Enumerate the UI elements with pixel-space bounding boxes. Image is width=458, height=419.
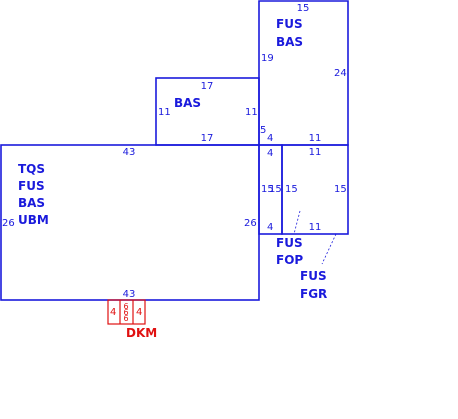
upper-right-left-dim: 19 <box>261 53 274 64</box>
upper-right-code-1: FUS <box>276 17 303 31</box>
dkm-right-dim: 4 <box>136 307 142 318</box>
right-room-outline <box>281 144 349 235</box>
upper-small-right-dim: 11 <box>245 107 258 118</box>
fgr-label-code-2: FGR <box>300 287 327 301</box>
main-area-code-2: FUS <box>18 179 45 193</box>
upper-small-top-dim: 17 <box>201 81 214 92</box>
dkm-top-dim: 6 <box>123 302 128 311</box>
main-area-code-3: BAS <box>18 196 45 210</box>
upper-right-bottom-left-dim: 5 <box>260 125 266 136</box>
main-area-top-dim: 43 <box>123 147 136 158</box>
main-area-right-dim: 26 <box>244 218 257 229</box>
right-room-right-dim: 15 <box>334 184 347 195</box>
upper-right-code-2: BAS <box>276 35 303 49</box>
main-area-bottom-dim: 43 <box>123 289 136 300</box>
dkm-code: DKM <box>126 326 157 340</box>
right-room-top-dim: 11 <box>309 147 322 158</box>
fgr-label-code-1: FUS <box>300 269 327 283</box>
main-area-left-dim: 26 <box>2 218 15 229</box>
main-area-code-1: TQS <box>18 162 45 176</box>
upper-small-code: BAS <box>174 96 201 110</box>
main-area-code-4: UBM <box>18 213 49 227</box>
right-room-left-dim: 15 <box>285 184 298 195</box>
upper-right-bottom-mid-dim: 4 <box>267 133 273 144</box>
upper-right-bottom-dim: 11 <box>309 133 322 144</box>
corridor-right-dim: 15 <box>269 184 282 195</box>
corridor-left-dim: 15 <box>261 184 274 195</box>
fop-label-code-2: FOP <box>276 253 303 267</box>
right-room-bottom-dim: 11 <box>309 222 322 233</box>
dkm-middle-dim: 6 <box>123 308 128 317</box>
fgr-leader-line <box>321 233 337 265</box>
fop-label-code-1: FUS <box>276 236 303 250</box>
dkm-bottom-dim: 6 <box>123 314 128 323</box>
dkm-left-dim: 4 <box>110 307 116 318</box>
upper-right-top-dim: 15 <box>297 3 310 14</box>
upper-small-left-dim: 11 <box>158 107 171 118</box>
dkm-outline <box>107 299 146 325</box>
upper-small-bottom-dim: 17 <box>201 133 214 144</box>
corridor-top-dim: 4 <box>267 148 273 159</box>
upper-right-right-dim: 24 <box>334 68 347 79</box>
corridor-bottom-dim: 4 <box>267 222 273 233</box>
fop-leader-line <box>293 210 301 235</box>
